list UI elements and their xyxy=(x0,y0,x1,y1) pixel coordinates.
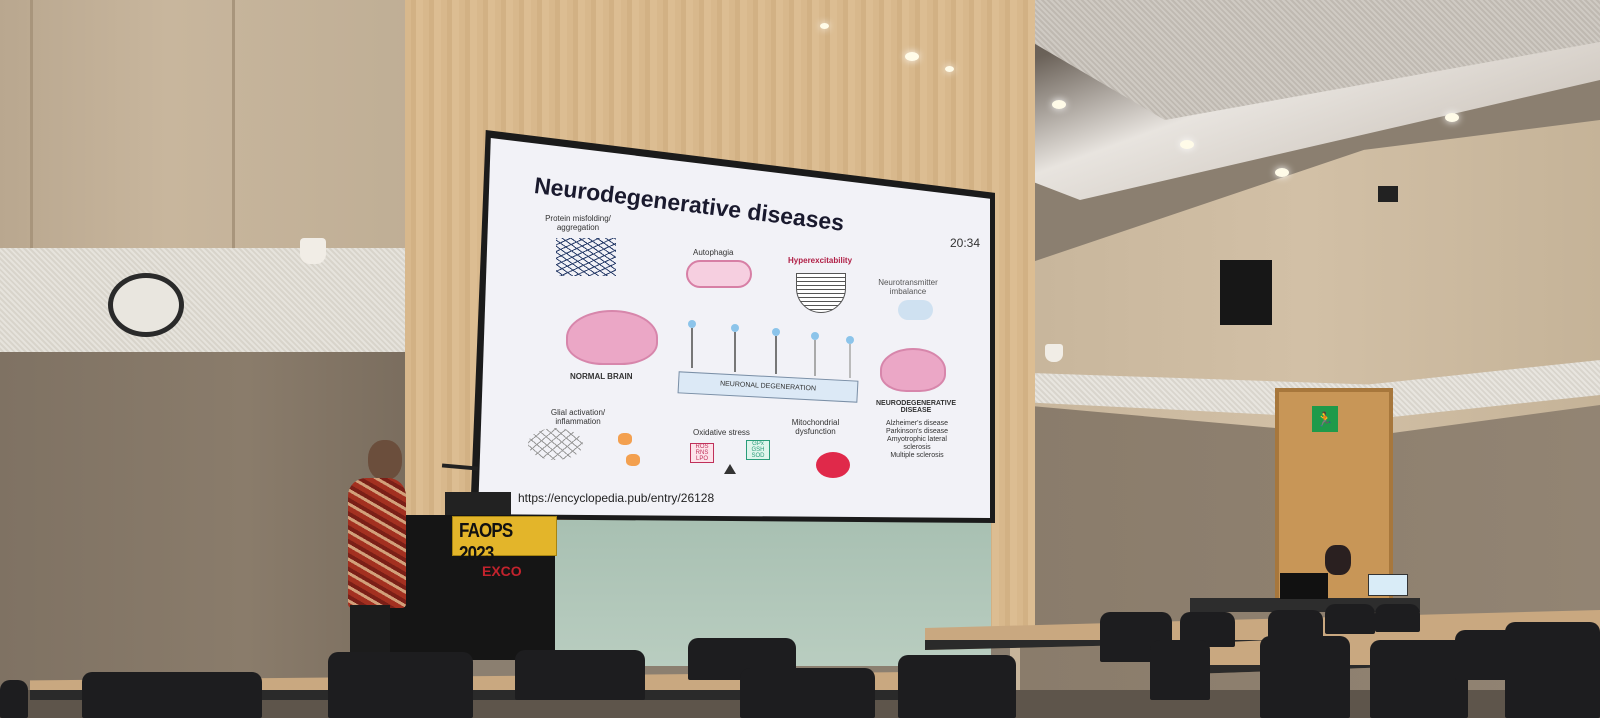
chair xyxy=(1150,640,1210,700)
presenter xyxy=(348,478,406,608)
hanging-speaker xyxy=(1220,260,1272,325)
ceiling-light xyxy=(1445,113,1459,122)
label-neurodegenerative-disease: NEURODEGENERATIVE DISEASE xyxy=(876,400,956,414)
ros-box: ROS RNS LPO xyxy=(690,443,714,463)
wall-lamp xyxy=(1045,344,1063,362)
neuronal-degeneration-arrow: NEURONAL DEGENERATION xyxy=(677,371,859,403)
label-autophagia: Autophagia xyxy=(693,248,734,257)
chair xyxy=(740,668,875,718)
label-protein: Protein misfolding/ aggregation xyxy=(545,214,611,232)
ceiling-light xyxy=(1180,140,1194,149)
disease-item: Amyotrophic lateral sclerosis xyxy=(887,436,947,451)
chair xyxy=(0,680,28,718)
wall-panel-seam xyxy=(30,0,33,250)
event-sign: FAOPS 2023 xyxy=(452,516,557,565)
chair xyxy=(1268,610,1323,640)
ceiling-light xyxy=(1052,100,1066,109)
neuron-axon xyxy=(814,340,816,376)
activated-glia-icon xyxy=(618,433,632,445)
antioxidant-box: GPx GSH SOD xyxy=(746,440,770,460)
laptop xyxy=(445,492,511,517)
wall-panel-seam xyxy=(232,0,235,250)
mitochondrion-illustration xyxy=(816,452,850,478)
disease-item: Parkinson's disease xyxy=(885,428,949,435)
label-glial: Glial activation/ inflammation xyxy=(550,408,606,426)
neuron-icon xyxy=(811,332,819,340)
neuron-axon xyxy=(691,328,693,368)
source-url: https://encyclopedia.pub/entry/26128 xyxy=(518,491,715,505)
neuron-axon xyxy=(849,344,851,378)
monitor xyxy=(1280,573,1328,599)
ceiling-light xyxy=(1275,168,1289,177)
chair xyxy=(1260,636,1350,718)
left-wall-upper xyxy=(0,0,420,250)
neuron-icon xyxy=(772,328,780,336)
wall-clock xyxy=(108,273,184,337)
label-normal-brain: NORMAL BRAIN xyxy=(570,372,633,381)
ceiling-light xyxy=(905,52,919,61)
neuron-icon xyxy=(846,336,854,344)
chair xyxy=(515,650,645,700)
disease-item: Multiple sclerosis xyxy=(890,452,944,459)
presentation-slide: Neurodegenerative diseases 20:34 Protein… xyxy=(478,138,990,518)
presenter-head xyxy=(368,440,402,480)
chair xyxy=(1375,604,1420,632)
chair xyxy=(82,672,262,718)
left-wall-band xyxy=(0,248,410,353)
label-mitochondrial: Mitochondrial dysfunction xyxy=(791,418,840,436)
neuron-icon xyxy=(731,324,739,332)
degenerated-brain-illustration xyxy=(880,348,946,392)
autophagia-illustration xyxy=(686,260,752,288)
normal-brain-illustration xyxy=(566,310,658,365)
security-camera xyxy=(1378,186,1398,202)
activated-glia-icon xyxy=(626,454,640,466)
exit-sign-icon: 🏃 xyxy=(1312,406,1338,432)
neuron-axon xyxy=(734,332,736,372)
disease-list: Alzheimer's disease Parkinson's disease … xyxy=(876,420,958,460)
chair xyxy=(1370,640,1468,718)
neuron-icon xyxy=(688,320,696,328)
chair xyxy=(328,652,473,718)
disease-item: Alzheimer's disease xyxy=(885,420,949,427)
synapse-illustration xyxy=(898,300,933,320)
event-sign-text: FAOPS 2023 xyxy=(459,520,513,565)
glial-cell-illustration xyxy=(528,428,583,460)
neuron-axon xyxy=(775,336,777,374)
ceiling-light xyxy=(945,66,954,72)
label-hyperexcitability: Hyperexcitability xyxy=(788,256,853,265)
presenter-legs xyxy=(350,605,390,660)
venue-logo: EXCO xyxy=(482,563,522,579)
slide-timer: 20:34 xyxy=(949,236,980,250)
panelist xyxy=(1325,545,1351,575)
label-neurotransmitter: Neurotransmitter imbalance xyxy=(878,278,938,296)
protein-aggregate-illustration xyxy=(556,238,616,276)
balance-fulcrum-icon xyxy=(724,464,736,474)
chair xyxy=(1505,622,1600,718)
muscle-illustration xyxy=(796,273,846,313)
label-oxidative-stress: Oxidative stress xyxy=(693,428,750,437)
wall-lamp xyxy=(300,238,326,264)
nameplate xyxy=(1368,574,1408,596)
chair xyxy=(1325,604,1375,634)
chair xyxy=(898,655,1016,718)
ceiling-light xyxy=(820,23,829,29)
